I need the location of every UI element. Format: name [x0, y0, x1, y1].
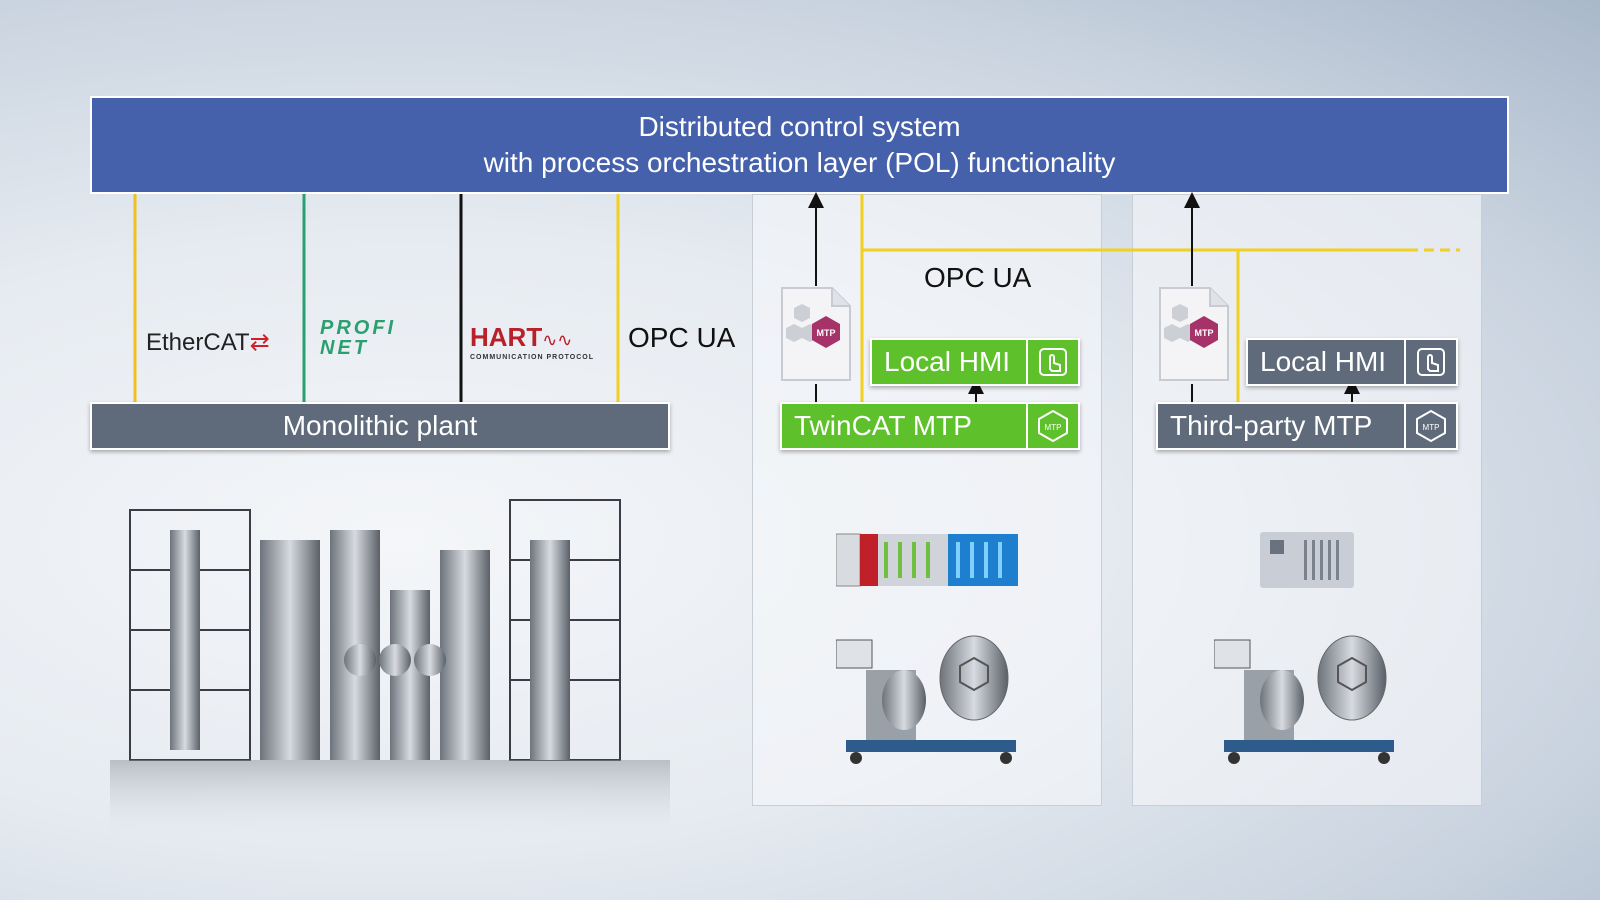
hart-subtitle: COMMUNICATION PROTOCOL — [470, 354, 595, 361]
twincat-mtp-text: TwinCAT MTP — [794, 410, 972, 441]
ethercat-text: EtherCAT — [146, 329, 250, 356]
thirdparty-mtp-label[interactable]: Third-party MTP MTP — [1156, 402, 1458, 450]
local-hmi-thirdparty[interactable]: Local HMI — [1246, 338, 1458, 386]
mtp-hexagon-icon-2: MTP — [1404, 404, 1456, 448]
mtp-icon-text-2: MTP — [1423, 423, 1440, 432]
mtp-icon-text: MTP — [1045, 423, 1062, 432]
local-hmi-twincat[interactable]: Local HMI — [870, 338, 1080, 386]
profinet-logo: PROFI NET — [320, 318, 430, 358]
process-module-skid-2 — [1214, 635, 1394, 764]
dcs-subtitle: with process orchestration layer (POL) f… — [483, 147, 1116, 178]
hart-text: HART — [470, 322, 543, 352]
monolithic-plant-illustration — [110, 499, 670, 840]
monolithic-plant-label: Monolithic plant — [90, 402, 670, 450]
monolithic-plant-text: Monolithic plant — [282, 410, 478, 441]
process-module-skid-1 — [836, 635, 1016, 764]
touch-hand-icon-2 — [1404, 340, 1456, 384]
arrow-right-icon: ⇄ — [249, 329, 270, 356]
twincat-mtp-label[interactable]: TwinCAT MTP MTP — [780, 402, 1080, 450]
profinet-text: PROFI NET — [320, 317, 397, 359]
plc-terminal-illustration — [836, 533, 1018, 587]
ethercat-logo: EtherCAT⇄ — [146, 328, 270, 357]
opcua-label-module: OPC UA — [924, 262, 1032, 293]
mtp-file-icon: MTP — [781, 287, 851, 381]
opcua-label-mono: OPC UA — [628, 322, 736, 353]
hart-logo: HART∿∿ COMMUNICATION PROTOCOL — [470, 324, 594, 363]
local-hmi-label-2: Local HMI — [1260, 346, 1387, 377]
dcs-title: Distributed control system — [638, 111, 961, 142]
touch-hand-icon — [1026, 340, 1078, 384]
mtp-hexagon-icon: MTP — [1026, 404, 1078, 448]
mtp-file-badge: MTP — [817, 328, 836, 338]
mtp-file-badge-2: MTP — [1195, 328, 1214, 338]
local-hmi-label: Local HMI — [884, 346, 1011, 377]
wave-icon: ∿∿ — [542, 330, 573, 350]
thirdparty-mtp-text: Third-party MTP — [1170, 410, 1373, 441]
mtp-file-icon-2: MTP — [1159, 287, 1229, 381]
dcs-bar: Distributed control system with process … — [90, 96, 1509, 194]
generic-controller-illustration — [1260, 532, 1354, 588]
module-panel-twincat — [752, 194, 1102, 806]
